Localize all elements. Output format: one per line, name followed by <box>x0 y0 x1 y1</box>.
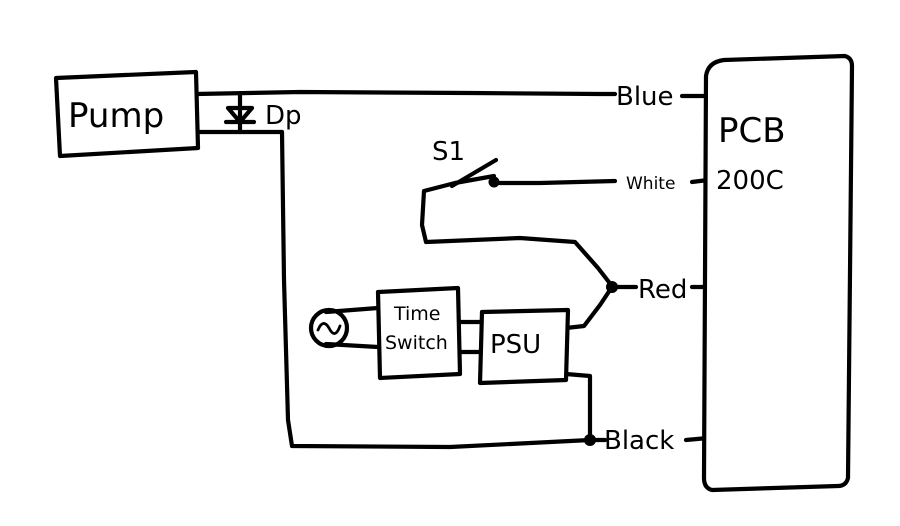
time-switch-box <box>375 285 463 381</box>
diode-icon <box>223 105 257 125</box>
wire-label-red: Red <box>638 275 687 305</box>
pcb-label: PCB <box>718 111 786 151</box>
wire-label-blue: Blue <box>616 82 674 112</box>
wire-pump-top <box>193 89 618 97</box>
pump-box <box>53 69 201 159</box>
junction-black <box>584 434 596 446</box>
pcb-model-label: 200C <box>716 166 784 196</box>
ac-source-icon <box>308 307 350 349</box>
psu-label: PSU <box>490 330 541 360</box>
wire-switch-common <box>419 173 615 289</box>
wire-label-black: Black <box>604 426 674 456</box>
wire-label-white: White <box>626 174 675 194</box>
time-switch-label-2: Switch <box>385 332 448 354</box>
pump-label: Pump <box>68 96 164 136</box>
wire-psu-to-red <box>563 284 615 331</box>
junction-switch <box>488 176 500 188</box>
switch-blade <box>449 157 499 189</box>
junction-red <box>606 281 618 293</box>
pcb-box <box>701 53 855 493</box>
ac-sine-icon <box>316 322 342 335</box>
wire-black-main <box>279 129 593 450</box>
psu-box <box>477 307 571 386</box>
switch-label: S1 <box>432 137 465 167</box>
time-switch-label-1: Time <box>393 303 441 325</box>
wire-white <box>491 178 618 186</box>
wire-psu-to-black <box>563 371 593 443</box>
diode-label: Dp <box>265 101 302 131</box>
